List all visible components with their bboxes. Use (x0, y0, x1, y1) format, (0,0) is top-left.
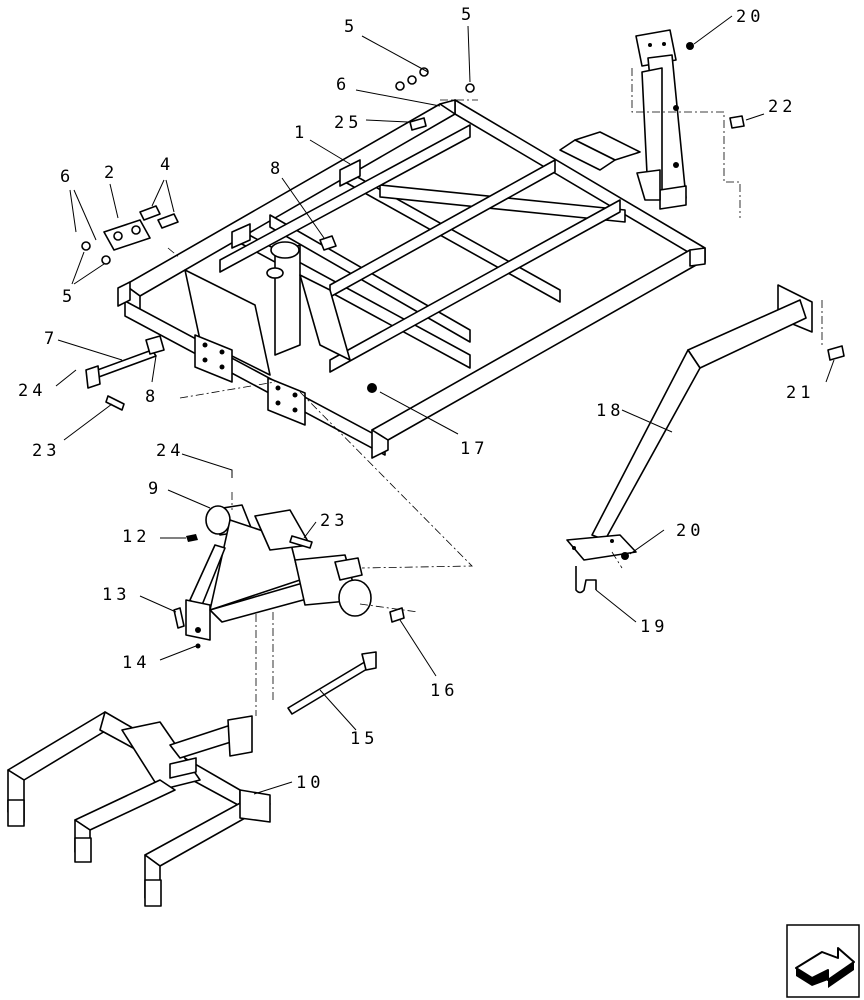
callout-5: 5 (461, 5, 475, 25)
washer-5-left (81, 241, 91, 251)
callout-2: 2 (104, 163, 118, 183)
callout-24: 24 (18, 381, 46, 401)
callout-13: 13 (102, 585, 130, 605)
bolt-16 (389, 607, 405, 623)
nut-20-upper (686, 42, 694, 50)
u-bolt-19 (575, 566, 597, 594)
pin-4b (157, 213, 179, 229)
bolt-25 (409, 117, 427, 131)
callout-5: 5 (62, 287, 76, 307)
link-plate-2 (103, 219, 151, 251)
callout-23: 23 (320, 511, 348, 531)
callout-labels: 5 5 6 25 1 8 2 4 6 5 7 24 8 23 17 20 22 … (18, 5, 814, 793)
callout-12: 12 (122, 527, 150, 547)
washer-5-right (465, 83, 475, 93)
brace-18 (566, 284, 813, 561)
callout-24: 24 (156, 441, 184, 461)
callout-10: 10 (296, 773, 324, 793)
upright-bracket (635, 29, 687, 210)
callout-20: 20 (676, 521, 704, 541)
pin-4a (139, 205, 161, 221)
leader-lines (55, 15, 835, 795)
hitch-assembly (185, 504, 372, 641)
washer-5-top-b (407, 75, 417, 85)
next-page-arrow-icon[interactable] (786, 924, 860, 998)
bolt-22 (729, 115, 745, 129)
callout-1: 1 (294, 123, 308, 143)
callout-21: 21 (786, 383, 814, 403)
washer-5-top-a (395, 81, 405, 91)
assembly-lines (167, 68, 823, 716)
bolt-21 (827, 345, 845, 361)
callout-6: 6 (336, 75, 350, 95)
pin-23-hitch (289, 535, 313, 549)
pin-12 (186, 534, 198, 542)
callout-5: 5 (344, 17, 358, 37)
callout-8: 8 (270, 159, 284, 179)
callout-22: 22 (768, 97, 796, 117)
callout-6: 6 (60, 167, 74, 187)
rod-15 (287, 651, 377, 715)
main-frame (117, 99, 706, 459)
nut-20-lower (621, 552, 629, 560)
pin-13 (173, 607, 185, 629)
callout-4: 4 (160, 155, 174, 175)
washer-5-left2 (101, 255, 111, 265)
callout-18: 18 (596, 401, 624, 421)
callout-7: 7 (44, 329, 58, 349)
drawbar-10 (7, 711, 271, 907)
callout-14: 14 (122, 653, 150, 673)
washer-5-top-c (419, 67, 429, 77)
callout-8: 8 (145, 387, 159, 407)
callout-19: 19 (640, 617, 668, 637)
callout-17: 17 (460, 439, 488, 459)
callout-15: 15 (350, 729, 378, 749)
nut-8-lower (145, 335, 165, 355)
callout-16: 16 (430, 681, 458, 701)
clip-14 (195, 643, 201, 649)
nut-8-upper (319, 235, 337, 251)
callout-23: 23 (32, 441, 60, 461)
callout-25: 25 (334, 113, 362, 133)
callout-9: 9 (148, 479, 162, 499)
callout-20: 20 (736, 7, 764, 27)
bolt-23-left (105, 395, 125, 411)
pin-7 (85, 349, 157, 389)
